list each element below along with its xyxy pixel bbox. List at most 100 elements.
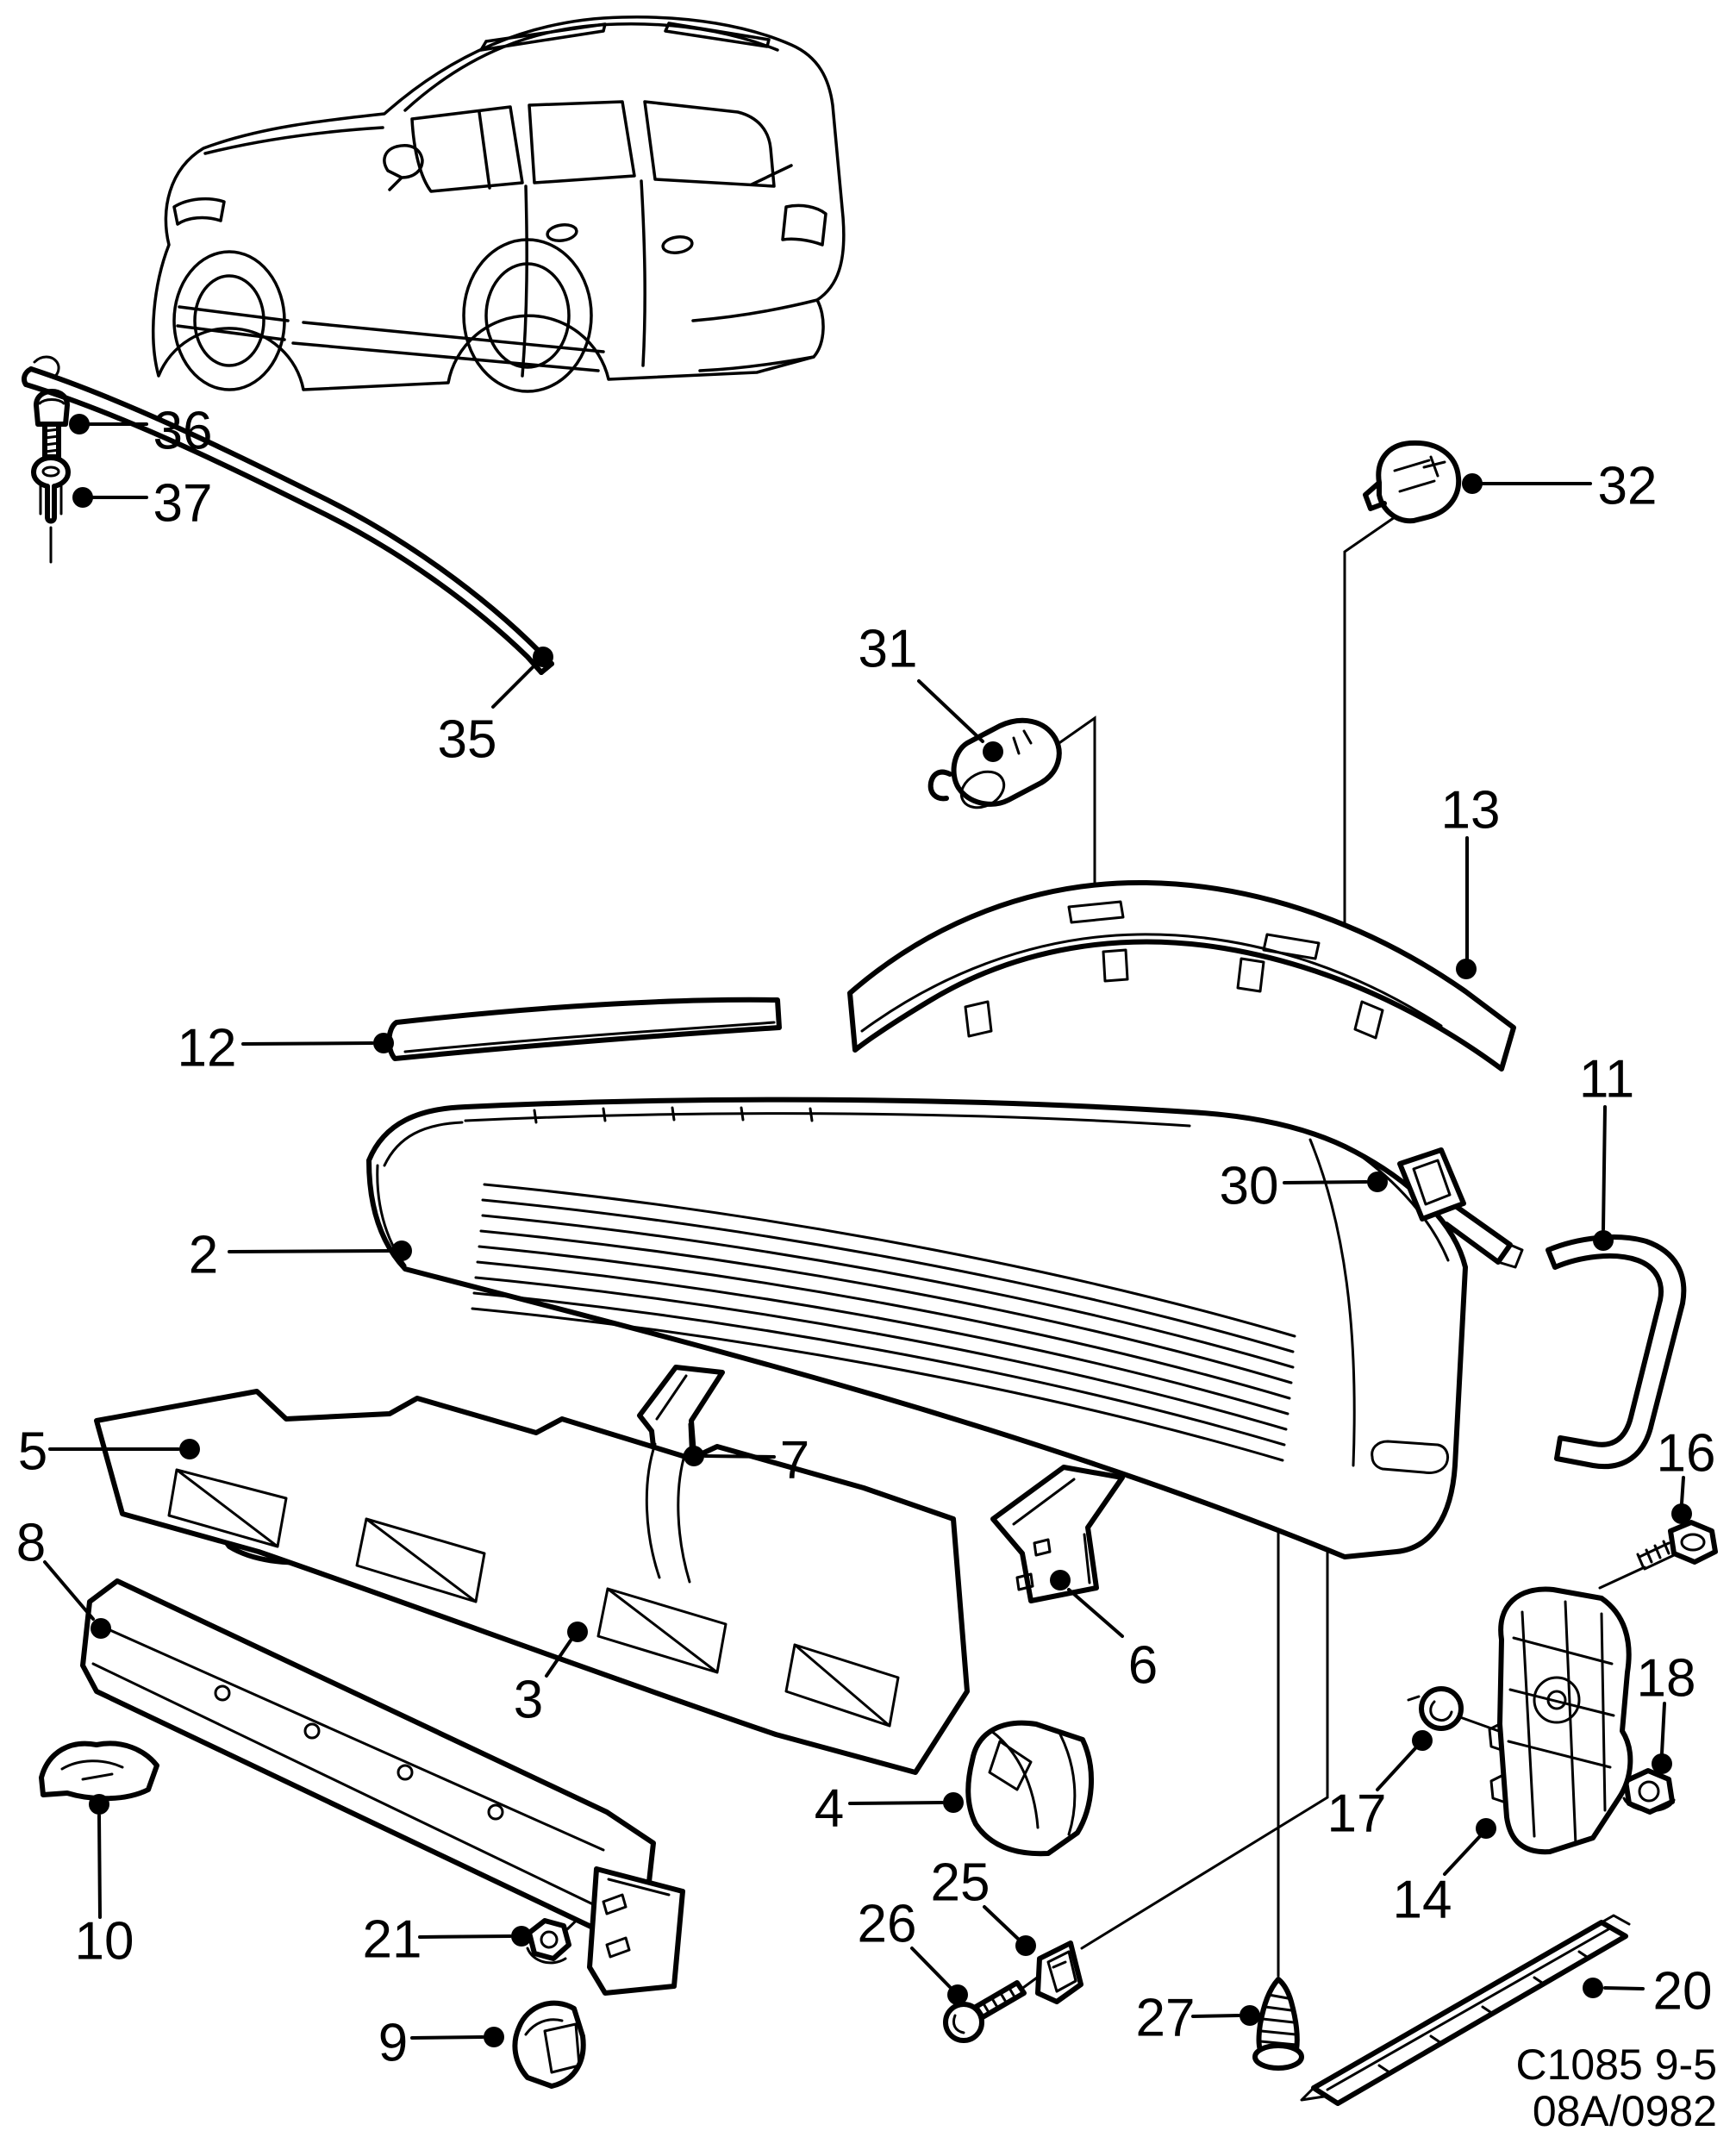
leader-line-27 — [1191, 2014, 1240, 2018]
leader-dot-8 — [91, 1618, 111, 1639]
part-12-trim-strip — [386, 997, 782, 1061]
part-30-clip — [1397, 1147, 1524, 1269]
leader-line-17 — [1376, 1747, 1417, 1791]
part-11-moulding — [1546, 1234, 1687, 1470]
leader-dot-7 — [684, 1446, 704, 1466]
callout-20: 20 — [1653, 1962, 1713, 2022]
leader-line-31 — [917, 679, 984, 743]
leader-line-25 — [983, 1905, 1020, 1940]
car-illustration — [152, 16, 846, 393]
part-14-bracket — [1488, 1586, 1633, 1855]
callout-16: 16 — [1657, 1424, 1716, 1484]
callout-26: 26 — [858, 1895, 917, 1954]
callout-37: 37 — [153, 474, 213, 534]
callout-2: 2 — [189, 1226, 218, 1285]
leader-dot-20 — [1583, 1978, 1603, 1998]
drawing-number: C1085 9-5 — [1516, 2040, 1718, 2089]
callout-21: 21 — [363, 1910, 422, 1970]
callout-7: 7 — [780, 1431, 809, 1490]
leader-dot-11 — [1593, 1230, 1614, 1251]
callout-5: 5 — [18, 1422, 47, 1482]
leader-dot-37 — [72, 487, 93, 508]
leader-line-14 — [1443, 1834, 1482, 1876]
callout-18: 18 — [1637, 1649, 1696, 1709]
part-4-side-absorber — [965, 1720, 1094, 1857]
leader-dot-25 — [1015, 1935, 1036, 1956]
leader-line-6 — [1067, 1588, 1124, 1638]
callout-27: 27 — [1136, 1989, 1196, 2048]
callout-8: 8 — [16, 1514, 46, 1573]
leader-dot-26 — [947, 1984, 968, 2005]
part-2-bumper-cover — [366, 1097, 1468, 1559]
leader-dot-9 — [484, 2027, 504, 2047]
part-17-washer — [1407, 1686, 1464, 1731]
leader-dot-13 — [1456, 959, 1477, 979]
part-35-weatherstrip — [22, 355, 554, 675]
callout-6: 6 — [1128, 1636, 1158, 1696]
leader-dot-30 — [1367, 1172, 1388, 1192]
leader-line-26 — [910, 1947, 952, 1989]
leader-line-9 — [410, 2035, 484, 2040]
leader-line-11 — [1602, 1105, 1607, 1231]
callout-25: 25 — [931, 1853, 990, 1913]
revision-code: 08A/0982 — [1533, 2087, 1717, 2131]
callout-17: 17 — [1327, 1784, 1387, 1844]
leader-line-7 — [703, 1454, 776, 1459]
leader-line-30 — [1283, 1180, 1368, 1184]
part-27-screw — [1252, 1977, 1304, 2071]
part-25-clip — [1035, 1940, 1083, 2004]
callout-10: 10 — [75, 1912, 134, 1972]
leader-line-21 — [418, 1934, 512, 1939]
leader-dot-36 — [69, 414, 90, 434]
leader-dot-2 — [391, 1240, 412, 1261]
leader-dot-10 — [89, 1794, 109, 1815]
callout-4: 4 — [815, 1779, 844, 1839]
leader-dot-6 — [1050, 1570, 1071, 1590]
part-20-sill-strip — [1300, 1914, 1631, 2106]
callout-31: 31 — [859, 620, 918, 679]
part-37-sleeve — [31, 455, 71, 524]
callout-13: 13 — [1441, 781, 1501, 841]
part-36-bolt — [34, 389, 70, 459]
callout-36: 36 — [153, 402, 213, 461]
leader-dot-16 — [1671, 1503, 1692, 1524]
leader-line-10 — [97, 1814, 102, 1919]
part-26-screw — [943, 1980, 1027, 2043]
callout-32: 32 — [1598, 457, 1658, 516]
callout-14: 14 — [1393, 1871, 1452, 1930]
part-6-bracket — [990, 1465, 1125, 1603]
part-21-nut — [526, 1918, 571, 1965]
part-10-bracket — [39, 1740, 159, 1802]
callout-12: 12 — [178, 1019, 237, 1078]
callout-30: 30 — [1220, 1157, 1279, 1216]
leader-line-16 — [1680, 1476, 1685, 1505]
leader-line-3 — [545, 1639, 572, 1678]
leader-dot-17 — [1412, 1730, 1433, 1751]
leader-line-20 — [1603, 1986, 1645, 1990]
leader-dot-31 — [983, 741, 1003, 762]
leader-line-12 — [241, 1041, 374, 1046]
callout-9: 9 — [378, 2014, 408, 2073]
leader-dot-35 — [533, 647, 553, 667]
leader-dot-14 — [1476, 1818, 1496, 1839]
callout-3: 3 — [514, 1671, 543, 1730]
leader-dot-4 — [943, 1792, 964, 1813]
callout-numbers: 2345678910111213141617182021252627303132… — [16, 402, 1716, 2073]
part-9-clip-cover — [512, 2000, 586, 2089]
leader-line-2 — [228, 1249, 391, 1253]
leader-dot-12 — [373, 1033, 394, 1053]
leader-dot-18 — [1652, 1753, 1672, 1774]
leader-line-8 — [43, 1560, 95, 1621]
leader-line-35 — [491, 666, 534, 709]
leader-lines — [43, 414, 1692, 2047]
part-32-sensor-holder — [1363, 440, 1462, 524]
leader-line-18 — [1660, 1702, 1666, 1755]
leader-dot-32 — [1462, 473, 1483, 494]
leader-dot-5 — [179, 1439, 200, 1459]
leader-dot-27 — [1240, 2005, 1260, 2026]
leader-dot-3 — [567, 1622, 588, 1642]
part-16-bolt — [1636, 1520, 1718, 1571]
leader-dot-21 — [511, 1926, 532, 1947]
